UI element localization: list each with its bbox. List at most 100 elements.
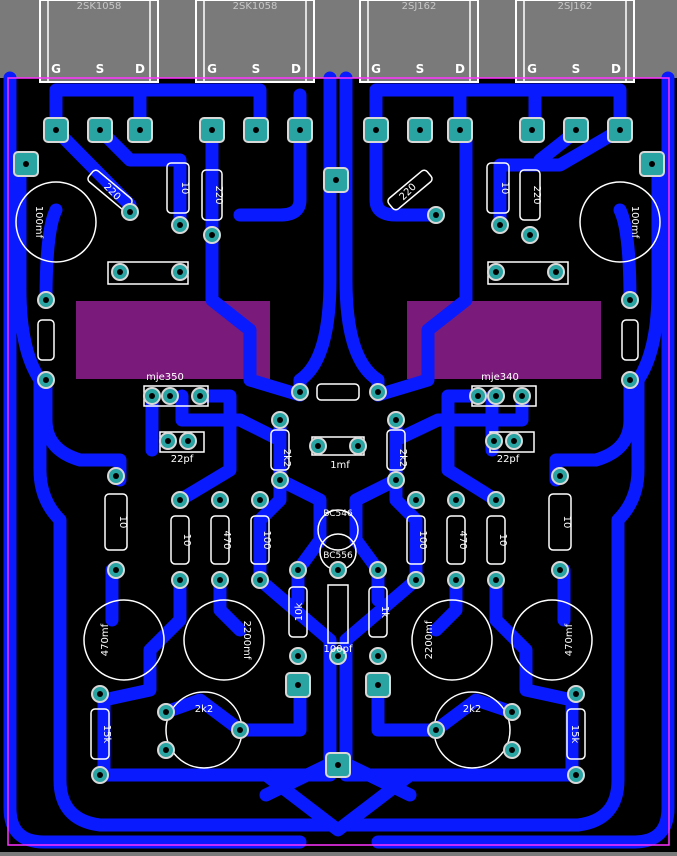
pad-drill bbox=[475, 393, 481, 399]
pad-drill bbox=[413, 497, 419, 503]
label-r10-right-mid: 10 bbox=[561, 516, 572, 529]
label-r2k2-right: 2k2 bbox=[397, 449, 408, 468]
pad bbox=[325, 752, 351, 778]
pad-drill bbox=[457, 127, 463, 133]
transistor-outline-inner bbox=[47, 0, 151, 83]
pad-drill bbox=[493, 497, 499, 503]
trace-lower-right bbox=[339, 563, 579, 782]
pad-drill bbox=[375, 389, 381, 395]
trace-right-mid bbox=[369, 123, 473, 402]
pad-drill bbox=[113, 567, 119, 573]
label-r100-left: 100 bbox=[261, 530, 272, 549]
pad-drill bbox=[413, 577, 419, 583]
pad-drill bbox=[393, 417, 399, 423]
label-r2k2-left: 2k2 bbox=[281, 449, 292, 468]
label-cap-100mf-right: 100mf bbox=[629, 206, 640, 239]
pad bbox=[121, 203, 139, 221]
label-mje350: mje350 bbox=[146, 372, 184, 383]
pad bbox=[447, 491, 465, 509]
pad-drill bbox=[163, 747, 169, 753]
pad bbox=[161, 387, 179, 405]
label-cap-2200mf-left: 2200mf bbox=[241, 621, 252, 660]
pad-drill bbox=[509, 709, 515, 715]
pad-drill bbox=[217, 497, 223, 503]
pad-drill bbox=[117, 269, 123, 275]
label-cap-1mf: 1mf bbox=[330, 460, 350, 471]
pad-drill bbox=[335, 567, 341, 573]
pad-drill bbox=[355, 443, 361, 449]
pad-drill bbox=[167, 393, 173, 399]
pad-drill bbox=[185, 438, 191, 444]
electrolytic-470mf-left bbox=[83, 599, 165, 681]
pad bbox=[369, 561, 387, 579]
pad-drill bbox=[375, 567, 381, 573]
resistor-10-right-top bbox=[486, 162, 510, 214]
label-cap-22pf-right: 22pf bbox=[497, 454, 520, 465]
pad bbox=[329, 561, 347, 579]
pad-drill bbox=[237, 727, 243, 733]
label-r15k-left: 15k bbox=[101, 725, 112, 744]
pad bbox=[349, 437, 367, 455]
pad-drill bbox=[493, 269, 499, 275]
label-r470-left: 470 bbox=[221, 530, 232, 549]
pad bbox=[407, 117, 433, 143]
pad bbox=[171, 216, 189, 234]
transistor-outline-inner bbox=[367, 0, 471, 83]
pad bbox=[551, 467, 569, 485]
pad bbox=[487, 491, 505, 509]
trace-outer-left bbox=[3, 71, 307, 849]
electrolytic-100mf-right bbox=[579, 181, 661, 263]
pad bbox=[289, 647, 307, 665]
transistor-part-label: 2SJ162 bbox=[402, 1, 437, 12]
pad bbox=[143, 387, 161, 405]
label-cap-100mf-left: 100mf bbox=[33, 206, 44, 239]
pad bbox=[521, 226, 539, 244]
pad bbox=[387, 471, 405, 489]
resistor-220-right-diag bbox=[387, 169, 433, 211]
label-r10-right-a: 10 bbox=[497, 534, 508, 547]
pad bbox=[179, 432, 197, 450]
resistor-100-right bbox=[406, 515, 426, 565]
transistor-part-label: 2SJ162 bbox=[558, 1, 593, 12]
pad bbox=[365, 672, 391, 698]
pin-label-s: S bbox=[96, 62, 105, 76]
pad-drill bbox=[177, 222, 183, 228]
pad bbox=[607, 117, 633, 143]
pad-drill bbox=[497, 222, 503, 228]
pad-drill bbox=[295, 653, 301, 659]
resistor-220-left-vert bbox=[201, 169, 223, 221]
pad bbox=[243, 117, 269, 143]
pad bbox=[251, 571, 269, 589]
pad-drill bbox=[177, 577, 183, 583]
pad-drill bbox=[53, 127, 59, 133]
pad-drill bbox=[137, 127, 143, 133]
pad bbox=[547, 263, 565, 281]
pad bbox=[87, 117, 113, 143]
pad bbox=[107, 467, 125, 485]
pad bbox=[159, 432, 177, 450]
pad bbox=[37, 291, 55, 309]
pad-drill bbox=[257, 577, 263, 583]
pad bbox=[37, 371, 55, 389]
pad-drill bbox=[557, 567, 563, 573]
solder-pads bbox=[13, 117, 665, 784]
pad bbox=[231, 721, 249, 739]
transistor-part-label: 2SK1058 bbox=[233, 1, 278, 12]
trace-lower-left bbox=[97, 563, 337, 782]
label-r15k-right: 15k bbox=[569, 725, 580, 744]
pad bbox=[251, 491, 269, 509]
pad bbox=[309, 437, 327, 455]
label-cap-22pf-left: 22pf bbox=[171, 454, 194, 465]
pad bbox=[567, 766, 585, 784]
resistor-right-edge bbox=[621, 319, 639, 361]
pad bbox=[485, 432, 503, 450]
pin-label-d: D bbox=[611, 62, 621, 76]
pad-drill bbox=[573, 127, 579, 133]
pad-drill bbox=[373, 127, 379, 133]
pad-drill bbox=[209, 127, 215, 133]
pin-label-g: G bbox=[371, 62, 381, 76]
pin-label-g: G bbox=[207, 62, 217, 76]
